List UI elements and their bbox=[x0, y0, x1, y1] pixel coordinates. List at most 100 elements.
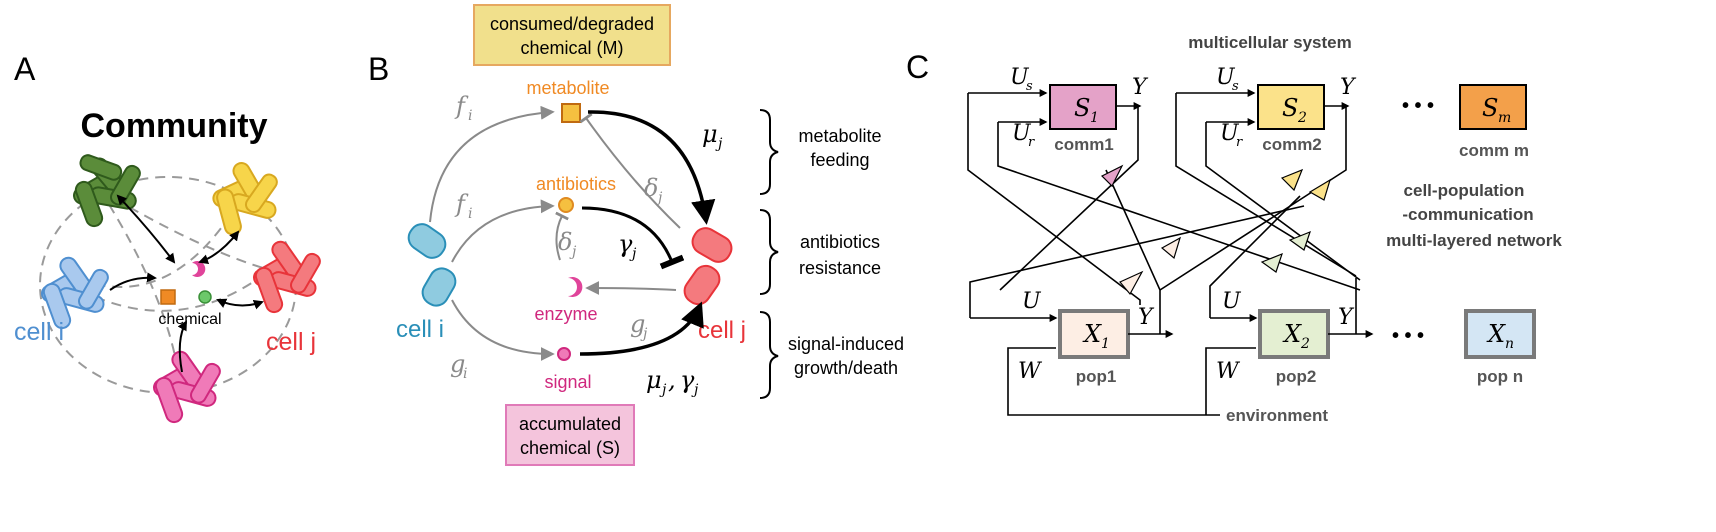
accumulated-chemical-box bbox=[505, 404, 635, 466]
y-label-s2: Y bbox=[1340, 75, 1357, 100]
signal-label: signal bbox=[544, 372, 591, 392]
signal-icon bbox=[557, 347, 571, 361]
top-ellipsis: • • • bbox=[1402, 95, 1434, 117]
svg-text:X: X bbox=[1486, 320, 1506, 348]
brace-2-line1: antibiotics bbox=[800, 232, 880, 252]
dashed-link bbox=[79, 269, 271, 312]
svg-text:i: i bbox=[468, 108, 472, 124]
peach-triangle-marker bbox=[1119, 270, 1144, 296]
svg-text:U: U bbox=[1010, 65, 1030, 90]
arrow bbox=[216, 298, 264, 310]
svg-text:γ: γ bbox=[618, 230, 633, 258]
svg-text:1: 1 bbox=[1090, 110, 1099, 126]
antibiotics-icon bbox=[558, 197, 574, 213]
w-label-x2: W bbox=[1216, 359, 1241, 384]
green-triangle-marker bbox=[1288, 230, 1311, 251]
pink-triangle-marker bbox=[1100, 164, 1124, 188]
svg-text:m: m bbox=[1498, 110, 1511, 126]
network-line3: multi-layered network bbox=[1386, 231, 1562, 250]
fi-top-arrow bbox=[429, 105, 555, 223]
y-label-x2: Y bbox=[1338, 305, 1355, 330]
y-label-x1: Y bbox=[1138, 305, 1155, 330]
red-cell-cluster bbox=[253, 240, 321, 314]
svg-text:μ: μ bbox=[646, 366, 662, 394]
environment-label: environment bbox=[1226, 406, 1328, 425]
fi-mid-arrow bbox=[451, 199, 555, 263]
accumulated-box-line2: chemical (S) bbox=[520, 438, 620, 458]
enzyme-icon bbox=[192, 260, 206, 277]
signal-circle-icon bbox=[198, 290, 212, 304]
panel-c-letter: C bbox=[906, 49, 929, 85]
chemical-label: chemical bbox=[158, 311, 221, 328]
svg-text:i: i bbox=[468, 206, 472, 222]
pop1-label: pop1 bbox=[1076, 367, 1117, 386]
green-cell-cluster bbox=[73, 154, 141, 228]
s2-box bbox=[1257, 84, 1325, 130]
block-wiring bbox=[967, 89, 1374, 416]
brace-3-line1: signal-induced bbox=[788, 334, 904, 354]
svg-text:μ: μ bbox=[702, 120, 718, 148]
u-label-x1: U bbox=[1022, 289, 1042, 314]
antibiotics-label: antibiotics bbox=[536, 174, 616, 194]
dashed-link bbox=[99, 189, 271, 271]
u-label-x2: U bbox=[1222, 289, 1242, 314]
enzyme-icon bbox=[568, 276, 583, 297]
brace-3-line2: growth/death bbox=[794, 358, 898, 378]
svg-text:s: s bbox=[1026, 79, 1033, 94]
svg-text:j: j bbox=[659, 382, 667, 398]
svg-text:j: j bbox=[691, 382, 699, 398]
cell-j-label: cell j bbox=[266, 328, 316, 356]
consumed-box-line1: consumed/degraded bbox=[490, 14, 654, 34]
blue-cell-cluster bbox=[41, 256, 109, 330]
delta-mid-inhibit bbox=[555, 211, 569, 261]
comm2-label: comm2 bbox=[1262, 135, 1322, 154]
metabolite-label: metabolite bbox=[526, 78, 609, 98]
svg-text:j: j bbox=[569, 244, 577, 260]
bottom-ellipsis: • • • bbox=[1392, 325, 1424, 347]
cell-j-label: cell j bbox=[698, 317, 746, 344]
svg-text:f: f bbox=[454, 92, 469, 120]
svg-text:g: g bbox=[450, 350, 465, 378]
svg-text:U: U bbox=[1220, 121, 1240, 146]
cell-j-bottom bbox=[683, 264, 721, 306]
svg-text:S: S bbox=[1282, 94, 1298, 122]
comm-m-label: comm m bbox=[1459, 141, 1529, 160]
svg-text:s: s bbox=[1232, 79, 1239, 94]
network-line2: -communication bbox=[1402, 205, 1533, 224]
svg-text:j: j bbox=[715, 136, 723, 152]
s1-box bbox=[1049, 84, 1117, 130]
pop2-label: pop2 bbox=[1276, 367, 1317, 386]
svg-text:δ: δ bbox=[644, 174, 658, 202]
xn-box bbox=[1464, 309, 1536, 359]
panel-a-title: Community bbox=[81, 107, 268, 145]
y-label-s1: Y bbox=[1132, 75, 1149, 100]
svg-text:γ: γ bbox=[680, 366, 695, 394]
svg-text:U: U bbox=[1012, 121, 1032, 146]
svg-text:g: g bbox=[630, 310, 645, 338]
gi-arrow bbox=[451, 299, 555, 361]
svg-text:S: S bbox=[1482, 94, 1498, 122]
panel-a-letter: A bbox=[14, 51, 36, 87]
ur-label-1: Ur bbox=[1012, 121, 1035, 150]
dashed-link bbox=[99, 199, 241, 288]
consumed-chemical-box bbox=[473, 4, 671, 66]
svg-text:r: r bbox=[1236, 135, 1243, 150]
magenta-cell-cluster bbox=[153, 350, 221, 424]
cell-j-top bbox=[691, 227, 733, 263]
brace bbox=[759, 209, 779, 295]
yellow-triangle-marker bbox=[1280, 168, 1304, 192]
enzyme-label: enzyme bbox=[534, 304, 597, 324]
svg-text:δ: δ bbox=[558, 228, 572, 256]
mu-arrow bbox=[587, 110, 716, 225]
panel-b-letter: B bbox=[368, 51, 389, 87]
